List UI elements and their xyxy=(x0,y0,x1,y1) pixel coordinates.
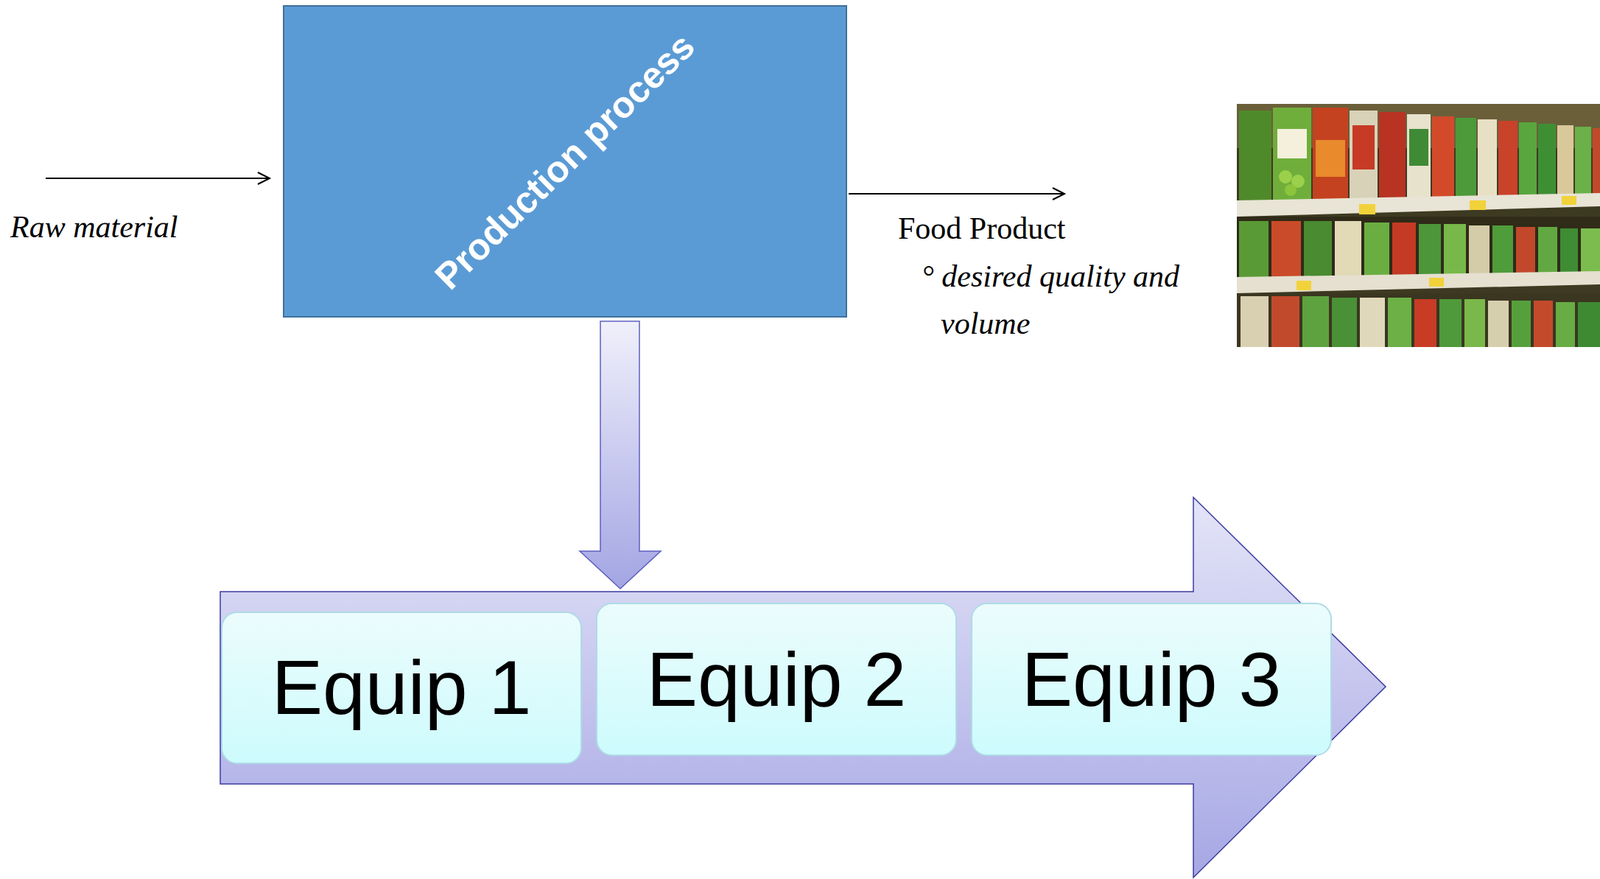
equipment-box: Equip 3 xyxy=(970,602,1332,756)
equipment-name: Equip 2 xyxy=(646,635,907,724)
input-arrowhead xyxy=(257,172,270,185)
input-arrow xyxy=(45,177,269,180)
process-box: Production process xyxy=(282,5,848,318)
expand-arrow xyxy=(579,321,661,589)
equipment-name: Equip 1 xyxy=(271,643,532,732)
output-arrowhead xyxy=(1052,187,1065,200)
equipment-box: Equip 1 xyxy=(220,611,582,764)
output-label: Food Product xyxy=(897,204,1066,252)
bullet-note: ° desired quality and volume xyxy=(921,252,1214,347)
equipment-name: Equip 3 xyxy=(1021,635,1282,724)
output-arrow xyxy=(848,193,1064,195)
process-title: Production process xyxy=(426,25,704,298)
input-label: Raw material xyxy=(10,203,179,251)
equipment-box: Equip 2 xyxy=(595,602,957,756)
shelf-photo xyxy=(1236,103,1600,347)
process-flow-arrow xyxy=(220,497,1386,878)
